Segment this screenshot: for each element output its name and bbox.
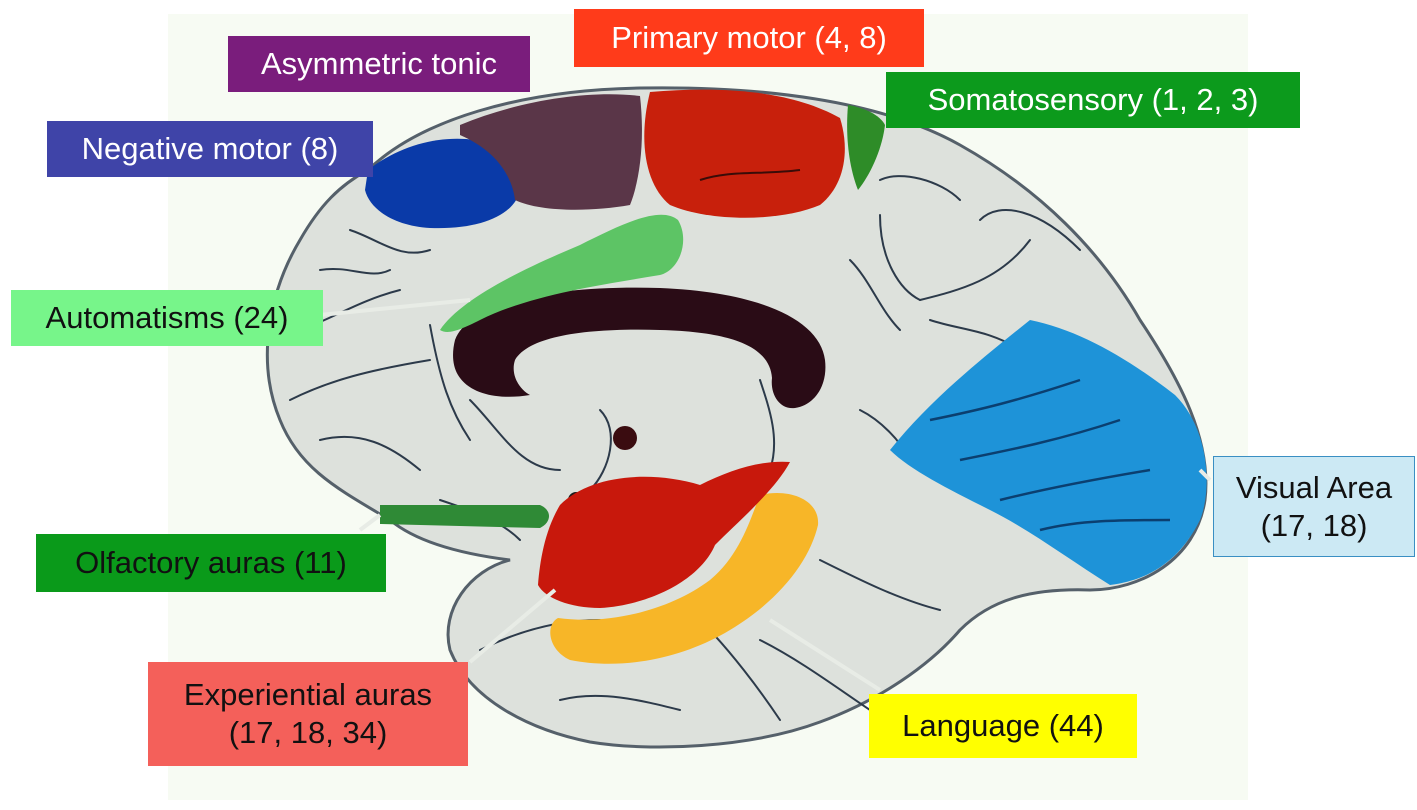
automatisms-text: Automatisms (24) <box>46 299 289 337</box>
somatosensory-text: Somatosensory (1, 2, 3) <box>928 81 1259 119</box>
language-label: Language (44) <box>869 694 1137 758</box>
negative-motor-label: Negative motor (8) <box>47 121 373 177</box>
automatisms-label: Automatisms (24) <box>11 290 323 346</box>
language-text: Language (44) <box>902 707 1104 745</box>
olfactory-auras-label: Olfactory auras (11) <box>36 534 386 592</box>
experiential-auras-line1: Experiential auras <box>184 676 432 714</box>
fornix-dot <box>613 426 637 450</box>
experiential-auras-label: Experiential auras (17, 18, 34) <box>148 662 468 766</box>
primary-motor-region <box>644 90 845 218</box>
somatosensory-label: Somatosensory (1, 2, 3) <box>886 72 1300 128</box>
primary-motor-label: Primary motor (4, 8) <box>574 9 924 67</box>
visual-area-line1: Visual Area <box>1236 469 1392 507</box>
primary-motor-text: Primary motor (4, 8) <box>611 19 887 57</box>
experiential-auras-line2: (17, 18, 34) <box>229 714 388 752</box>
visual-area-line2: (17, 18) <box>1261 507 1368 545</box>
olfactory-region <box>380 505 549 528</box>
olfactory-auras-text: Olfactory auras (11) <box>75 544 347 582</box>
asymmetric-tonic-text: Asymmetric tonic <box>261 45 497 83</box>
visual-area-label: Visual Area (17, 18) <box>1213 456 1415 557</box>
negative-motor-text: Negative motor (8) <box>82 130 339 168</box>
asymmetric-tonic-label: Asymmetric tonic <box>228 36 530 92</box>
